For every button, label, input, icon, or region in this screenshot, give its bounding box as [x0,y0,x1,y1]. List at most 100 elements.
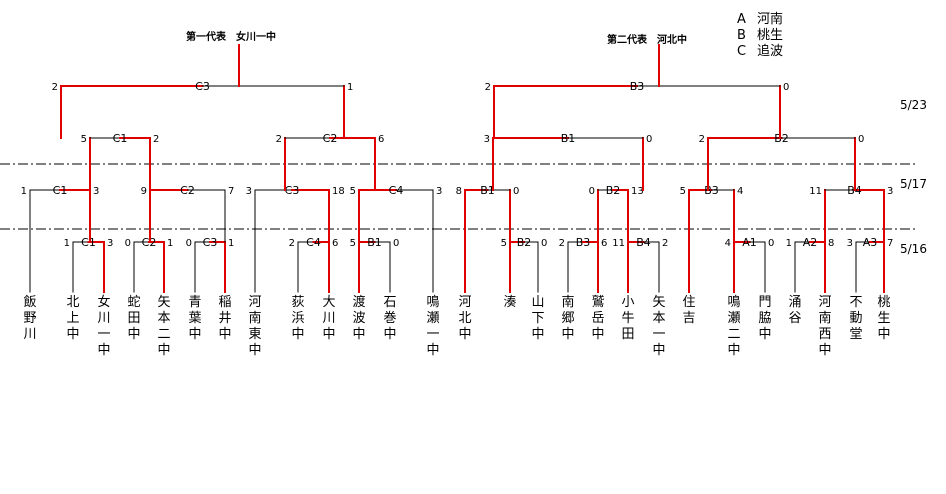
match-label: B1 [367,236,382,249]
date-round-1: 5/16 [900,242,927,256]
score-left: 11 [612,238,625,249]
team-name: 大川中 [322,295,335,342]
match-label: C3 [195,80,210,93]
score-right: 4 [737,186,743,197]
score-left: 11 [809,186,822,197]
team-name: 稲井中 [218,295,231,342]
match-label: C1 [81,236,96,249]
score-right: 3 [436,186,442,197]
team-name: 河北中 [458,295,471,342]
match-label: A3 [863,236,878,249]
score-left: 0 [125,238,131,249]
score-right: 0 [768,238,774,249]
match-label: A2 [803,236,818,249]
score-left: 1 [21,186,27,197]
team-name: 矢本一中 [652,295,665,358]
score-right: 1 [167,238,173,249]
team-name: 小牛田 [621,295,634,342]
team-name: 北上中 [66,295,79,342]
team-name: 河南西中 [818,295,831,358]
legend-name: 追波 [757,44,784,59]
match-label: B4 [636,236,651,249]
match-label: C2 [323,132,338,145]
score-left: 2 [559,238,565,249]
match-label: C3 [285,184,300,197]
score-left: 1 [64,238,70,249]
score-right: 0 [783,82,789,93]
team-name: 渡波中 [352,294,365,342]
score-left: 0 [589,186,595,197]
score-left: 5 [501,238,507,249]
right-bracket-title: 第二代表 河北中 [607,35,687,46]
legend-name: 河南 [757,12,784,27]
team-name: 涌谷 [788,295,801,326]
score-left: 4 [725,238,731,249]
legend-key: C [737,44,747,59]
score-left: 5 [350,186,356,197]
team-name: 桃生中 [877,295,890,342]
score-right: 0 [646,134,652,145]
score-right: 13 [631,186,644,197]
score-left: 2 [485,82,491,93]
legend-name: 桃生 [757,28,784,43]
score-right: 0 [858,134,864,145]
match-label: B3 [576,236,591,249]
score-left: 2 [289,238,295,249]
match-label: C1 [53,184,68,197]
team-name: 飯野川 [23,295,36,342]
score-right: 7 [228,186,234,197]
score-right: 2 [662,238,668,249]
team-name: 河南東中 [248,295,261,358]
team-name: 鳴瀬一中 [426,295,439,358]
match-label: B3 [630,80,645,93]
score-left: 3 [484,134,490,145]
date-round-final: 5/23 [900,98,927,112]
score-right: 6 [378,134,384,145]
match-label: C1 [113,132,128,145]
team-name: 鳴瀬二中 [727,295,740,358]
team-name: 蛇田中 [127,295,140,342]
match-label: C3 [203,236,218,249]
match-label: B2 [517,236,532,249]
team-name: 湊 [503,295,516,310]
legend-item: C 追波 [737,44,783,60]
match-label: C4 [389,184,404,197]
match-label: B1 [480,184,495,197]
score-right: 3 [107,238,113,249]
team-name: 住吉 [682,295,695,326]
score-left: 9 [141,186,147,197]
legend-item: B 桃生 [737,28,783,44]
match-label: C2 [180,184,195,197]
score-right: 3 [887,186,893,197]
legend-key: A [737,12,746,27]
team-name: 不動堂 [849,295,862,342]
left-bracket-title: 第一代表 女川一中 [186,32,276,43]
score-left: 5 [350,238,356,249]
score-left: 1 [786,238,792,249]
score-right: 0 [541,238,547,249]
score-right: 2 [153,134,159,145]
match-label: B1 [561,132,576,145]
team-name: 荻浜中 [291,295,304,342]
legend-key: B [737,28,746,43]
team-name: 女川一中 [97,294,110,358]
score-left: 2 [699,134,705,145]
score-right: 8 [828,238,834,249]
score-right: 1 [228,238,234,249]
match-label: B2 [606,184,621,197]
score-left: 3 [847,238,853,249]
legend-item: A 河南 [737,12,783,28]
score-left: 5 [680,186,686,197]
team-name: 矢本二中 [157,295,170,358]
score-right: 3 [93,186,99,197]
score-left: 3 [246,186,252,197]
score-right: 1 [347,82,353,93]
score-left: 2 [276,134,282,145]
score-right: 6 [601,238,607,249]
legend: A 河南 B 桃生 C 追波 [737,12,783,60]
score-left: 2 [52,82,58,93]
team-name: 南郷中 [561,294,574,342]
match-label: A1 [742,236,757,249]
team-name: 青葉中 [188,295,201,342]
